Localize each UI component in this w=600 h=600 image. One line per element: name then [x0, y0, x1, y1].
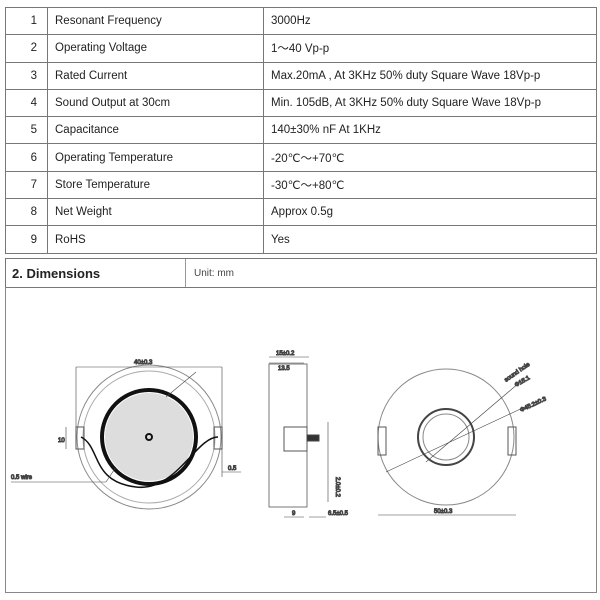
wire-label: 0.5 wire: [11, 475, 33, 481]
front-view: 40±0.3 10 0.5 0.5 wire: [11, 360, 241, 510]
spec-value: Max.20mA , At 3KHz 50% duty Square Wave …: [263, 61, 597, 90]
wire-height-label: 10: [58, 438, 65, 444]
spec-parameter: Sound Output at 30cm: [47, 88, 264, 118]
side-view: 15±0.2 13.5 9 6.5±0.5 2.0±0.2: [268, 351, 349, 518]
spec-number: 4: [5, 88, 48, 118]
dimensions-title: 2. Dimensions: [6, 259, 186, 287]
spec-number: 5: [5, 116, 48, 145]
side-inner-label: 13.5: [278, 366, 290, 372]
dimension-drawing: 40±0.3 10 0.5 0.5 wire 15±0.2 13.5 9 6.5…: [5, 287, 597, 593]
spec-parameter: Rated Current: [47, 61, 264, 90]
spec-number: 3: [5, 61, 48, 90]
spec-value: -20℃～+70℃: [263, 143, 597, 172]
lead-offset-label: 0.5: [228, 466, 237, 472]
side-pin-dia-label: 2.0±0.2: [334, 477, 340, 498]
spec-number: 1: [5, 6, 48, 36]
side-base-label: 9: [292, 511, 296, 517]
spec-parameter: Operating Voltage: [47, 34, 264, 63]
dimensions-unit: Unit: mm: [194, 268, 234, 279]
spec-value: -30℃～+80℃: [263, 170, 597, 200]
front-width-label: 40±0.3: [134, 360, 153, 366]
spec-parameter: Operating Temperature: [47, 143, 264, 172]
back-view: sound hole Φ15.1 Φ45.2±0.3 50±0.3: [377, 361, 548, 516]
spec-number: 7: [5, 170, 48, 200]
outer-diameter-label: Φ45.2±0.3: [519, 396, 548, 414]
back-width-label: 50±0.3: [434, 509, 453, 515]
side-depth-label: 15±0.2: [276, 351, 295, 357]
spec-number: 2: [5, 34, 48, 63]
spec-number: 9: [5, 225, 48, 254]
hole-diameter-label: Φ15.1: [514, 375, 532, 389]
spec-parameter: Resonant Frequency: [47, 6, 264, 36]
spec-number: 8: [5, 198, 48, 227]
spec-number: 6: [5, 143, 48, 172]
dimensions-header: 2. Dimensions Unit: mm: [5, 258, 597, 288]
side-pin-label: 6.5±0.5: [328, 511, 349, 517]
spec-value: Approx 0.5g: [263, 198, 597, 227]
spec-value: Min. 105dB, At 3KHz 50% duty Square Wave…: [263, 88, 597, 118]
spec-value: 1～40 Vp-p: [263, 34, 597, 63]
spec-parameter: Net Weight: [47, 198, 264, 227]
spec-value: 140±30% nF At 1KHz: [263, 116, 597, 145]
spec-parameter: Capacitance: [47, 116, 264, 145]
spec-parameter: RoHS: [47, 225, 264, 254]
spec-parameter: Store Temperature: [47, 170, 264, 200]
spec-value: 3000Hz: [263, 6, 597, 36]
spec-value: Yes: [263, 225, 597, 254]
